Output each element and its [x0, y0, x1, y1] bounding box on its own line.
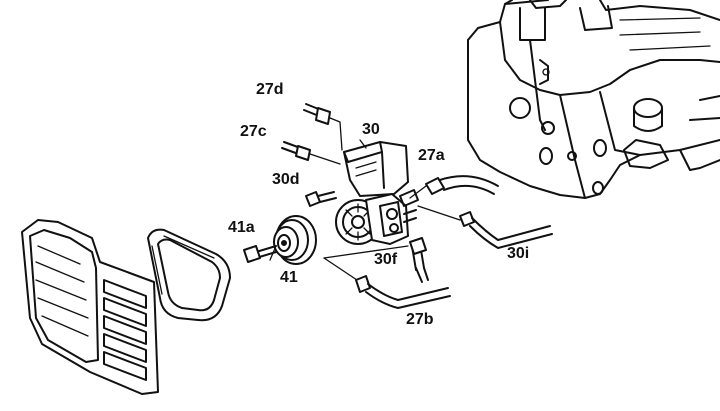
- pipe-27b: [323, 245, 451, 309]
- hose-27a: [409, 175, 499, 199]
- callout-27a: 27a: [418, 147, 445, 164]
- callout-27c: 27c: [240, 123, 267, 140]
- callout-30: 30: [362, 121, 380, 138]
- bolt-41a: [243, 245, 277, 263]
- fitting-27d: [303, 103, 343, 151]
- fitting-30f: [409, 237, 429, 283]
- pulley: [273, 215, 317, 265]
- callout-30d: 30d: [272, 171, 300, 188]
- callout-41a: 41a: [228, 219, 255, 236]
- leader-lines: [269, 139, 367, 261]
- power-steering-pump: [335, 141, 419, 245]
- fan-shroud: [21, 219, 159, 395]
- drive-belt: [147, 228, 231, 322]
- callout-27b: 27b: [406, 311, 434, 328]
- engine-block: [467, 0, 720, 199]
- callout-30i: 30i: [507, 245, 530, 262]
- fitting-27c: [281, 141, 341, 165]
- callout-41: 41: [280, 269, 298, 286]
- bolt-30d: [305, 191, 337, 207]
- callout-27d: 27d: [256, 81, 284, 98]
- callout-30f: 30f: [374, 251, 398, 268]
- pipe-30i: [417, 205, 553, 249]
